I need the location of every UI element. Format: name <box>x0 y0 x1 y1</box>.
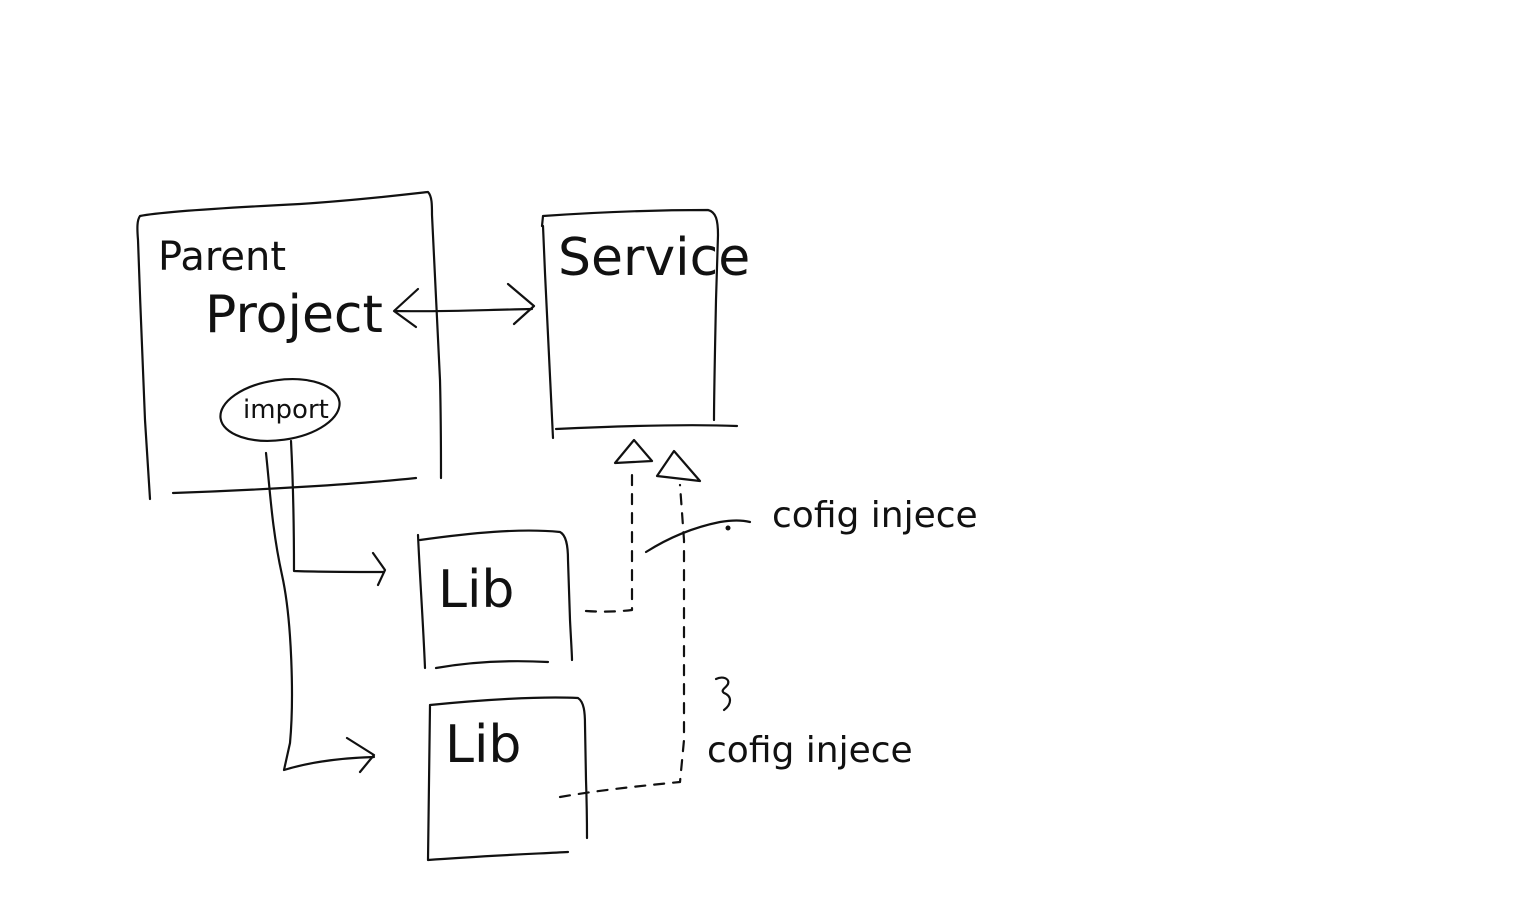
edge-import-lib2 <box>264 451 376 774</box>
parent-label: Parent <box>158 234 286 280</box>
arrowhead-lib2 <box>345 736 376 774</box>
right-arrowhead <box>506 282 536 326</box>
arrowhead-lib1 <box>371 551 387 587</box>
lib-2-node: Lib <box>426 696 589 862</box>
import-badge: import <box>219 378 341 442</box>
lib-2-label: Lib <box>445 715 521 775</box>
left-arrowhead <box>392 287 420 329</box>
config-inject-label-2: cofig injece <box>707 730 913 771</box>
annotation-dot <box>725 525 731 531</box>
service-box <box>540 208 739 440</box>
import-label: import <box>243 395 329 425</box>
import-line-lib2 <box>264 451 376 772</box>
config-inject-label-1: cofig injece <box>772 495 978 536</box>
annotation-config-inject-2: cofig injece <box>707 676 913 771</box>
edge-lib2-service <box>558 449 702 799</box>
edge-import-lib1 <box>289 439 387 587</box>
edge-parent-service <box>392 282 536 329</box>
lib-1-box <box>416 529 574 670</box>
bidirectional-line <box>394 307 534 313</box>
brace-mark <box>714 676 732 712</box>
lib-1-label: Lib <box>438 560 514 620</box>
service-node: Service <box>540 208 750 440</box>
annotation-config-inject-1: cofig injece <box>644 495 978 554</box>
service-label: Service <box>558 228 750 288</box>
dashed-line-lib1 <box>584 468 634 613</box>
dashed-line-lib2 <box>558 483 686 799</box>
edge-lib1-service <box>584 438 654 613</box>
import-line-lib1 <box>289 439 386 574</box>
lib-1-node: Lib <box>416 529 574 670</box>
triangle-head-lib1 <box>613 438 654 465</box>
annotation-leader-1 <box>644 519 752 554</box>
import-ellipse <box>219 378 341 442</box>
triangle-head-lib2 <box>655 449 702 483</box>
project-label: Project <box>205 285 383 345</box>
parent-project-node: Parent Project import <box>136 190 443 501</box>
lib-2-box <box>426 696 589 862</box>
parent-project-box <box>136 190 443 501</box>
